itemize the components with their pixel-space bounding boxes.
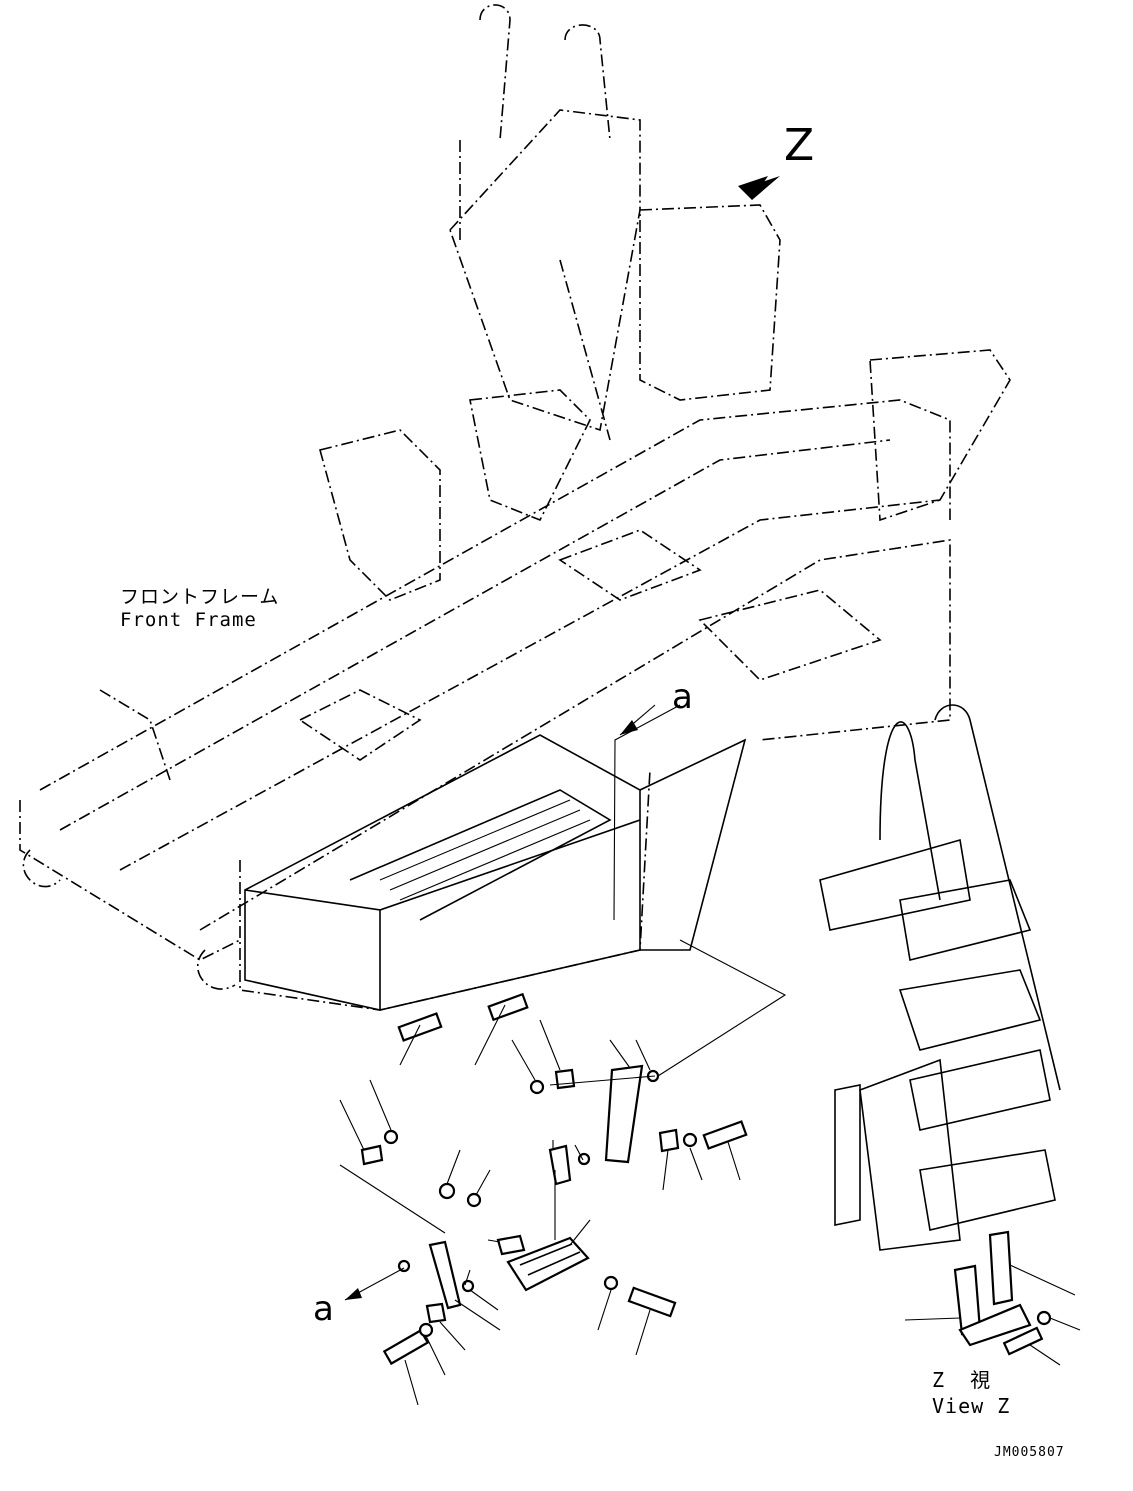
front-frame-label-en: Front Frame: [120, 609, 257, 631]
view-z-caption-en: View Z: [932, 1394, 1011, 1418]
view-z-marker: Z: [784, 120, 815, 171]
front-frame-outline: [19, 4, 1011, 1011]
front-frame-label-jp: フロントフレーム: [120, 586, 280, 608]
detail-marker-a-bottom: a: [313, 1289, 334, 1329]
view-z-caption-jp: Z 視: [932, 1368, 991, 1392]
exploded-hardware: [360, 992, 748, 1366]
leader-lines: [339, 704, 787, 1406]
detail-marker-a-top: a: [672, 677, 693, 717]
drawing-number: JM005807: [994, 1445, 1065, 1460]
direction-arrows: [344, 176, 780, 1301]
fuel-tank-step-assembly: [244, 734, 747, 1011]
view-z-detail: [819, 704, 1081, 1366]
